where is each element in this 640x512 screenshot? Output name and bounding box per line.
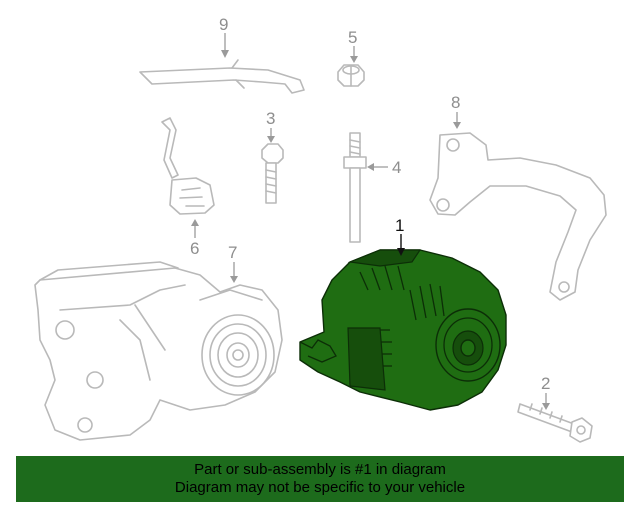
arrow-2 <box>542 403 550 410</box>
arrow-9 <box>221 50 229 58</box>
callout-5[interactable]: 5 <box>348 28 357 47</box>
diagram-notice-banner: Part or sub-assembly is #1 in diagram Di… <box>16 456 624 502</box>
part-5-nut[interactable] <box>337 64 365 87</box>
callout-9[interactable]: 9 <box>219 15 228 34</box>
part-9-bracket[interactable] <box>139 59 305 94</box>
arrow-4 <box>367 163 374 171</box>
part-6-connector[interactable] <box>161 117 215 215</box>
callout-1[interactable]: 1 <box>395 216 404 235</box>
callout-4[interactable]: 4 <box>392 158 401 177</box>
part-7-tensioner-bracket[interactable] <box>34 261 283 441</box>
callout-3[interactable]: 3 <box>266 109 275 128</box>
callout-2[interactable]: 2 <box>541 374 550 393</box>
callout-8[interactable]: 8 <box>451 93 460 112</box>
part-1-alternator[interactable] <box>299 249 507 411</box>
callout-7[interactable]: 7 <box>228 243 237 262</box>
notice-line-2: Diagram may not be specific to your vehi… <box>174 479 466 496</box>
part-3-bolt[interactable] <box>261 143 284 204</box>
arrow-1 <box>397 248 405 256</box>
arrow-3 <box>267 136 275 143</box>
part-8-bracket[interactable] <box>429 132 607 301</box>
part-4-stud[interactable] <box>343 132 367 243</box>
part-2-bolt[interactable] <box>517 403 593 443</box>
callout-6[interactable]: 6 <box>190 239 199 258</box>
arrow-7 <box>230 276 238 283</box>
arrow-5 <box>350 56 358 63</box>
arrow-6 <box>191 219 199 226</box>
arrow-8 <box>453 122 461 129</box>
parts-diagram: 9 5 3 4 8 6 <box>34 15 607 443</box>
notice-line-1: Part or sub-assembly is #1 in diagram <box>194 461 446 478</box>
